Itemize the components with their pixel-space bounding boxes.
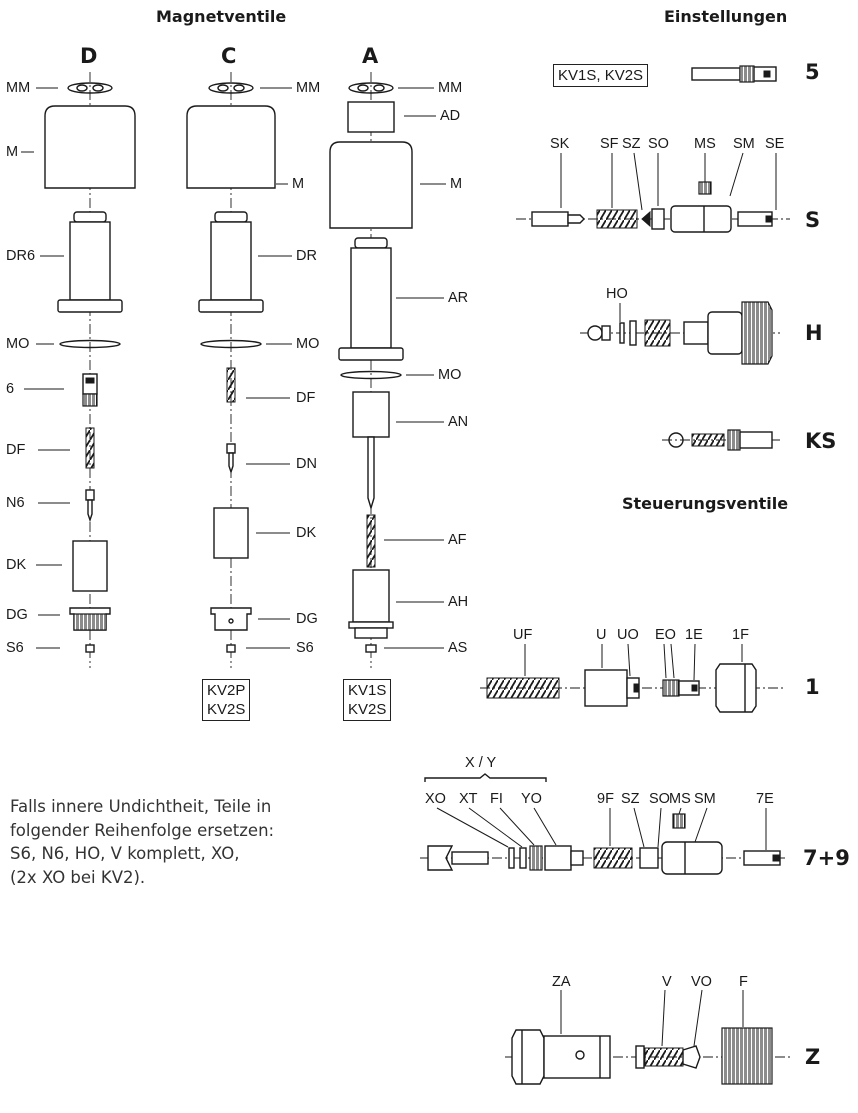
row-label-s: S: [805, 208, 821, 232]
row-label-5: 5: [805, 60, 820, 84]
part-label: M: [6, 144, 19, 160]
column-label-a: A: [362, 44, 379, 68]
part-label: UF: [513, 627, 533, 643]
part-label: DR6: [6, 248, 36, 264]
model-box-c-line1: KV2P: [207, 682, 246, 699]
part-label: V: [662, 974, 672, 990]
heading-magnetventile: Magnetventile: [156, 7, 287, 26]
part-label: AD: [440, 108, 461, 124]
part-label: MS: [669, 791, 691, 807]
part-label: 1F: [732, 627, 749, 643]
row-label-7-9: 7+9: [803, 846, 850, 870]
part-label: AH: [448, 594, 469, 610]
part-label: 6: [6, 381, 15, 397]
part-label: DN: [296, 456, 317, 472]
row-z-assembly: [505, 1027, 790, 1085]
part-label: M: [292, 176, 305, 192]
note-line: (2x XO bei KV2).: [10, 867, 146, 887]
leader-lines: [21, 87, 777, 1047]
part-label: UO: [617, 627, 639, 643]
part-label: DR: [296, 248, 317, 264]
part-label: DK: [296, 525, 317, 541]
row-h-assembly: [580, 301, 780, 365]
part-label: SM: [694, 791, 716, 807]
part-label: ZA: [552, 974, 571, 990]
column-a-assembly: [329, 72, 413, 668]
part-label: MM: [6, 80, 31, 96]
part-label: 7E: [756, 791, 774, 807]
column-label-c: C: [221, 44, 237, 68]
part-label: S6: [296, 640, 314, 656]
heading-einstellungen: Einstellungen: [664, 7, 788, 26]
part-label: SM: [733, 136, 755, 152]
model-box-c-line2: KV2S: [207, 701, 246, 718]
part-label: SO: [648, 136, 669, 152]
part-label: N6: [6, 495, 25, 511]
part-label: S6: [6, 640, 24, 656]
part-label: EO: [655, 627, 676, 643]
model-box-a: KV1S KV2S: [343, 679, 392, 721]
row-79-assembly: [420, 813, 785, 875]
part-label: SE: [765, 136, 785, 152]
note-line: folgender Reihenfolge ersetzen:: [10, 820, 275, 840]
part-label: HO: [606, 286, 628, 302]
part-label: SF: [600, 136, 619, 152]
part-label: AF: [448, 532, 467, 548]
part-label: AN: [448, 414, 469, 430]
column-d-assembly: [44, 72, 136, 668]
part-label: FI: [490, 791, 503, 807]
part-label: SO: [649, 791, 670, 807]
note-line: S6, N6, HO, V komplett, XO,: [10, 844, 240, 863]
part-label: DF: [296, 390, 316, 406]
row-1-assembly: [480, 663, 785, 713]
part-label: MO: [296, 336, 320, 352]
note-line: Falls innere Undichtheit, Teile in: [10, 797, 272, 816]
part-label: MO: [6, 336, 30, 352]
part-label: F: [739, 974, 748, 990]
model-box-a-line2: KV2S: [348, 701, 387, 718]
row-s-assembly: [516, 181, 790, 233]
model-box-top: KV1S, KV2S: [553, 64, 649, 87]
part-label: SZ: [621, 791, 640, 807]
part-label: DG: [296, 611, 318, 627]
part-label: SK: [550, 136, 570, 152]
column-label-d: D: [80, 44, 98, 68]
part-label: MM: [438, 80, 463, 96]
heading-steuerungsventile: Steuerungsventile: [622, 494, 789, 513]
part-label: 9F: [597, 791, 614, 807]
row-5-assembly: [691, 65, 777, 83]
model-box-a-line1: KV1S: [348, 682, 387, 699]
part-label: MM: [296, 80, 321, 96]
part-label: DG: [6, 607, 28, 623]
row-ks-assembly: [662, 429, 782, 451]
part-label: DF: [6, 442, 26, 458]
part-label: XT: [459, 791, 478, 807]
part-label: AS: [448, 640, 468, 656]
model-box-c: KV2P KV2S: [202, 679, 251, 721]
part-label: 1E: [685, 627, 703, 643]
replacement-note: Falls innere Undichtheit, Teile in folge…: [10, 795, 274, 889]
row-label-h: H: [805, 321, 823, 345]
part-label: SZ: [622, 136, 641, 152]
part-label: XO: [425, 791, 446, 807]
part-label: MO: [438, 367, 462, 383]
column-c-assembly: [186, 72, 276, 668]
part-label: MS: [694, 136, 716, 152]
part-label: AR: [448, 290, 469, 306]
part-label: M: [450, 176, 463, 192]
row-label-1: 1: [805, 675, 820, 699]
row-label-z: Z: [805, 1045, 821, 1069]
row-label-ks: KS: [805, 429, 837, 453]
xy-group-label: X / Y: [465, 755, 497, 771]
part-label: U: [596, 627, 607, 643]
part-label: DK: [6, 557, 27, 573]
part-label: YO: [521, 791, 542, 807]
part-label: VO: [691, 974, 712, 990]
